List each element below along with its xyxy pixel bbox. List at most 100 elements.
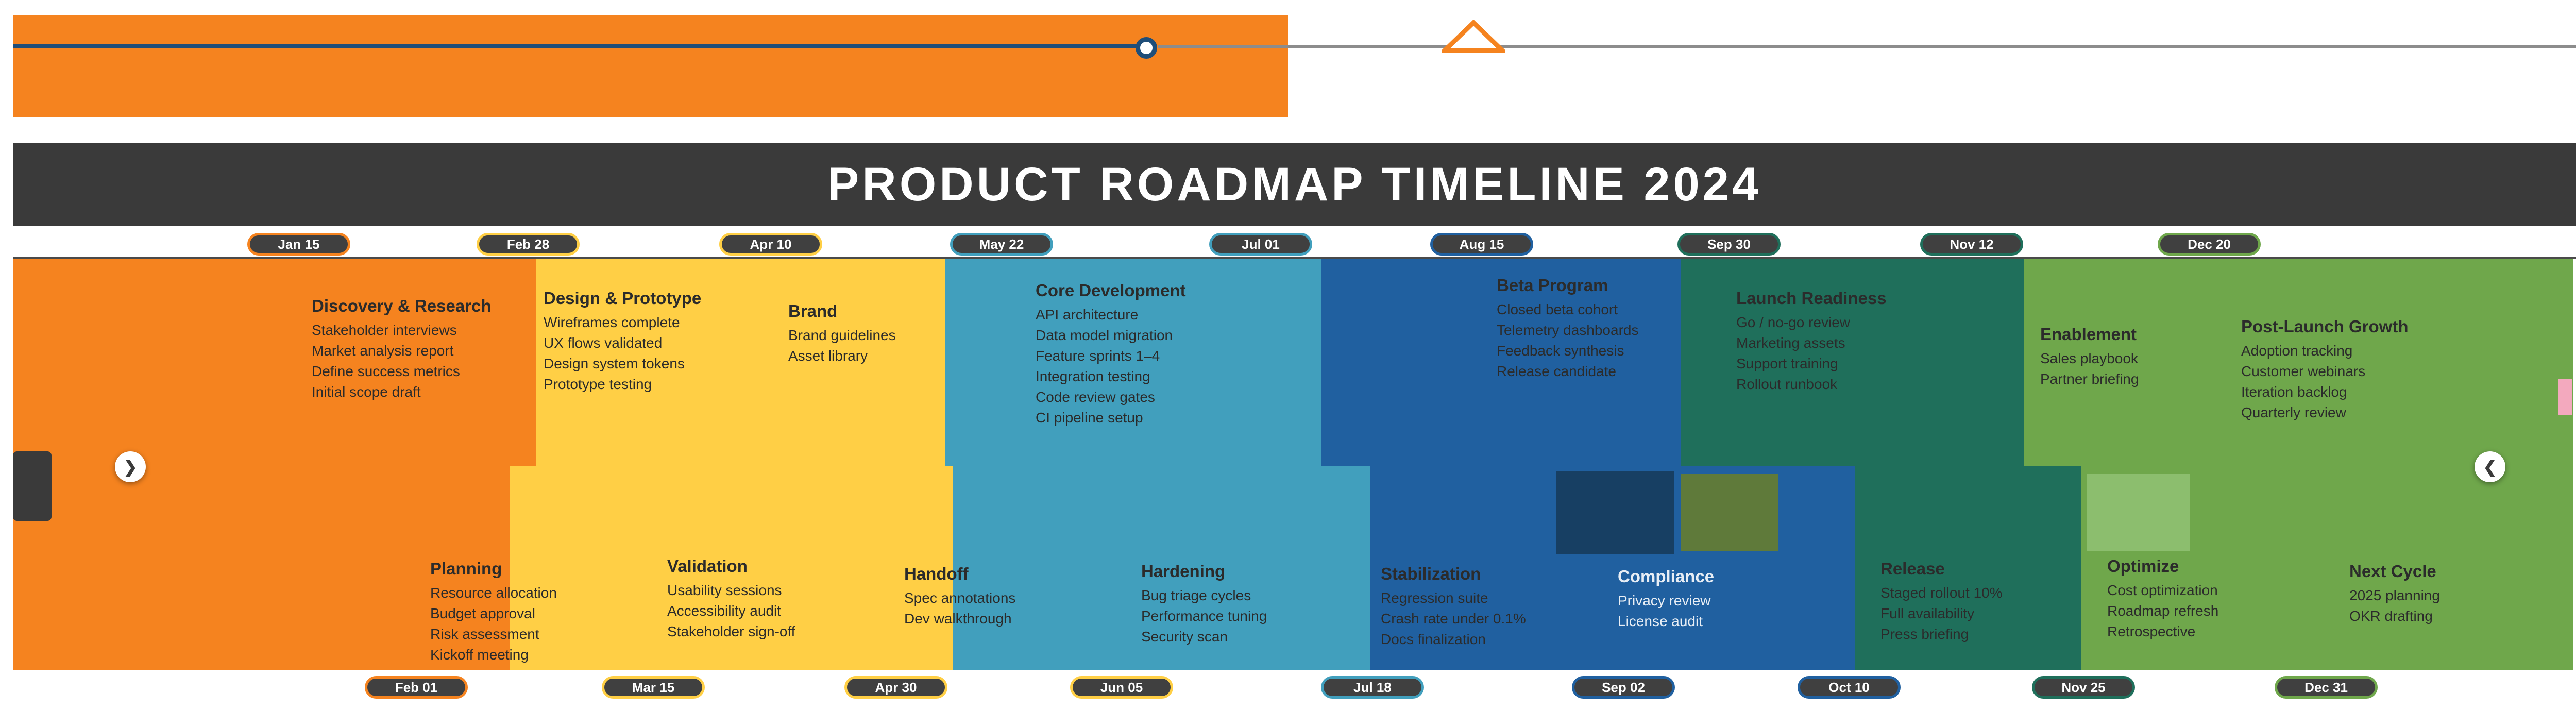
task-group-heading: Planning [430,559,502,578]
task-line: Rollout runbook [1736,376,1838,392]
task-line: Customer webinars [2241,363,2366,379]
task-line: Market analysis report [312,343,454,359]
timeline-rule [13,257,2576,259]
task-group-heading: Post-Launch Growth [2241,317,2409,336]
milestone-pill: Jul 18 [1321,676,1424,699]
task-line: Dev walkthrough [904,611,1012,627]
task-line: Sales playbook [2040,350,2138,366]
phase-5-band-bottom [1855,466,2081,670]
task-line: Support training [1736,356,1838,371]
task-line: Wireframes complete [544,314,680,330]
task-line: Resource allocation [430,585,557,601]
task-group-heading: Hardening [1141,562,1226,581]
phase-4-band-top [1321,259,1681,466]
phase-5-bottom-tasks: Release Staged rollout 10% Full availabil… [1880,559,2076,645]
task-line: Spec annotations [904,590,1016,606]
task-group-heading: Discovery & Research [312,296,492,315]
today-triangle-marker [1438,19,1509,56]
task-line: Cost optimization [2107,582,2218,598]
phase-1-band-top [13,259,536,466]
task-line: Accessibility audit [667,603,781,619]
task-line: Integration testing [1036,368,1150,384]
task-line: Brand guidelines [788,327,896,343]
task-line: Full availability [1880,605,1975,621]
task-line: Adoption tracking [2241,343,2353,359]
task-group-heading: Validation [667,556,748,576]
task-group-heading: Release [1880,559,1945,578]
milestone-pill: Sep 02 [1572,676,1675,699]
title-band: PRODUCT ROADMAP TIMELINE 2024 [13,143,2576,226]
task-line: Data model migration [1036,327,1173,343]
task-line: Release candidate [1497,363,1616,379]
task-line: Iteration backlog [2241,384,2347,400]
launch-subtask-bar [1681,474,1778,551]
milestone-pill: Dec 20 [2158,233,2261,256]
task-line: Marketing assets [1736,335,1845,351]
milestone-pill: May 22 [950,233,1053,256]
task-line: Stakeholder sign-off [667,623,795,639]
task-group-heading: Brand [788,301,838,320]
task-line: Crash rate under 0.1% [1381,611,1526,627]
task-line: Security scan [1141,629,1228,645]
task-line: Budget approval [430,605,535,621]
phase-3-band-top [945,259,1321,466]
left-edge-marker [13,451,52,521]
task-line: 2025 planning [2349,587,2440,603]
task-group-heading: Beta Program [1497,276,1608,295]
task-line: Kickoff meeting [430,647,529,663]
task-line: Asset library [788,348,868,364]
phase-1-top-tasks: Discovery & Research Stakeholder intervi… [312,296,533,402]
task-line: Performance tuning [1141,608,1267,624]
milestone-pill: Nov 12 [1920,233,2023,256]
task-line: Define success metrics [312,363,460,379]
task-group-heading: Stabilization [1381,564,1481,583]
progress-end-circle-marker [1136,37,1157,59]
task-line: Initial scope draft [312,384,421,400]
carousel-prev-button[interactable]: ❯ [115,451,146,482]
task-line: Bug triage cycles [1141,587,1251,603]
phase-1-band-bottom [13,466,510,670]
milestone-pill: Mar 15 [602,676,705,699]
phase-3-band-bottom [953,466,1370,670]
phase-2-band-top [536,259,945,466]
phase-6-band-top [2024,259,2573,466]
task-line: Staged rollout 10% [1880,585,2003,601]
milestone-pill: Apr 30 [844,676,947,699]
timeline-axis-remaining [1158,45,2576,48]
task-group-heading: Design & Prototype [544,289,702,308]
task-line: Privacy review [1618,593,1711,608]
task-line: Prototype testing [544,376,652,392]
task-line: Stakeholder interviews [312,322,457,338]
task-line: Retrospective [2107,623,2196,639]
task-line: UX flows validated [544,335,663,351]
task-group-heading: Next Cycle [2349,562,2436,581]
page-title: PRODUCT ROADMAP TIMELINE 2024 [827,158,1762,211]
carousel-next-button[interactable]: ❮ [2475,451,2505,482]
task-line: Closed beta cohort [1497,301,1618,317]
scale-subtask-bar [2087,474,2190,551]
milestone-pill: Oct 10 [1798,676,1901,699]
task-line: Feedback synthesis [1497,343,1624,359]
task-line: Docs finalization [1381,631,1486,647]
milestone-pill: Jun 05 [1070,676,1173,699]
task-line: Code review gates [1036,389,1155,405]
task-group-heading: Core Development [1036,281,1186,300]
highlight-accent-bar [2558,379,2572,415]
task-line: API architecture [1036,307,1139,323]
milestone-pill: Nov 25 [2032,676,2135,699]
milestone-pill: Jul 01 [1209,233,1312,256]
phase-5-band-top [1681,259,2024,466]
milestone-pill: Feb 01 [365,676,468,699]
task-group-heading: Handoff [904,564,969,583]
beta-subtask-bar [1556,471,1674,554]
